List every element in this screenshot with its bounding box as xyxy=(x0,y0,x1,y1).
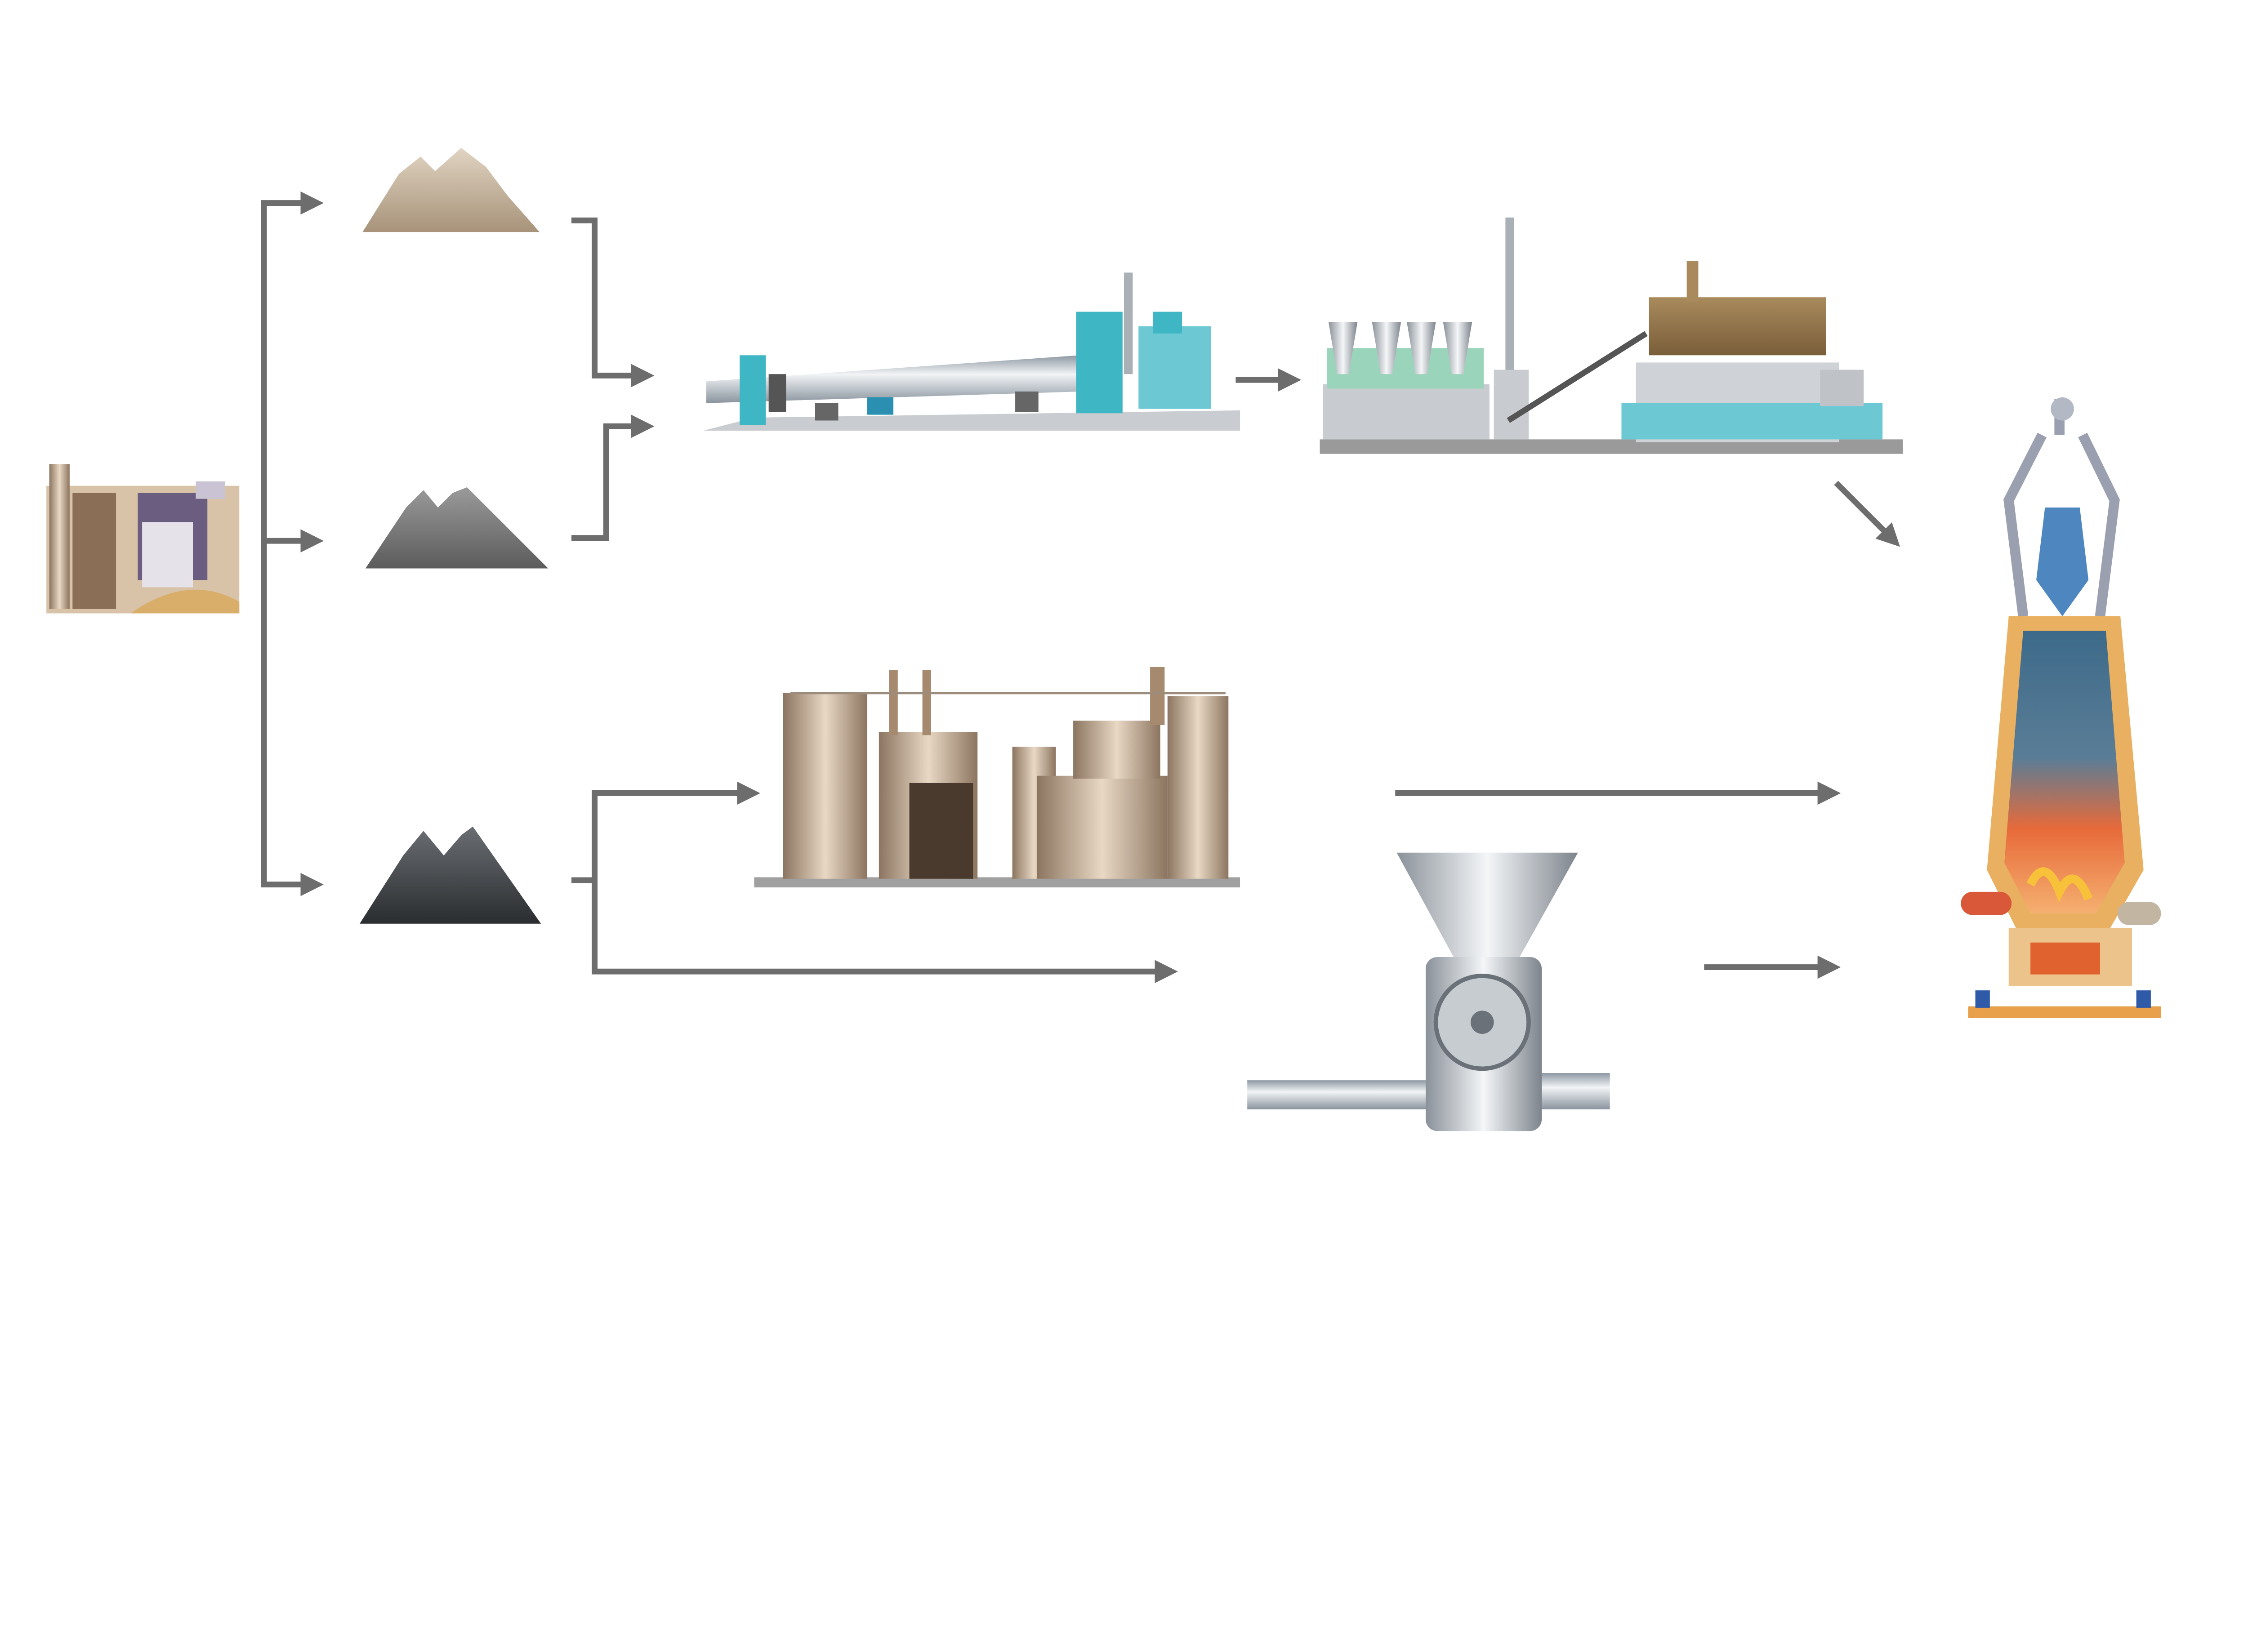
coke-plant-icon xyxy=(754,667,1240,888)
arrow-ore-to-kiln xyxy=(571,414,655,541)
arrow-sinter-to-furnace xyxy=(1834,481,1900,547)
coal-mill-icon xyxy=(1247,852,1610,1131)
blast-furnace-icon xyxy=(1961,397,2161,1018)
sinter-plant-icon xyxy=(1320,217,1903,454)
ore-pile-icon xyxy=(365,487,549,569)
sand-pile-icon xyxy=(362,148,540,232)
arrow-coal-to-coke xyxy=(592,781,760,972)
flow-arrows xyxy=(261,191,1900,984)
coal-pile-icon xyxy=(360,826,541,924)
arrow-sand-to-kiln xyxy=(571,217,655,387)
factory-icon xyxy=(46,464,240,614)
process-flow-diagram xyxy=(46,148,2161,1131)
rotary-kiln-icon xyxy=(703,272,1240,431)
